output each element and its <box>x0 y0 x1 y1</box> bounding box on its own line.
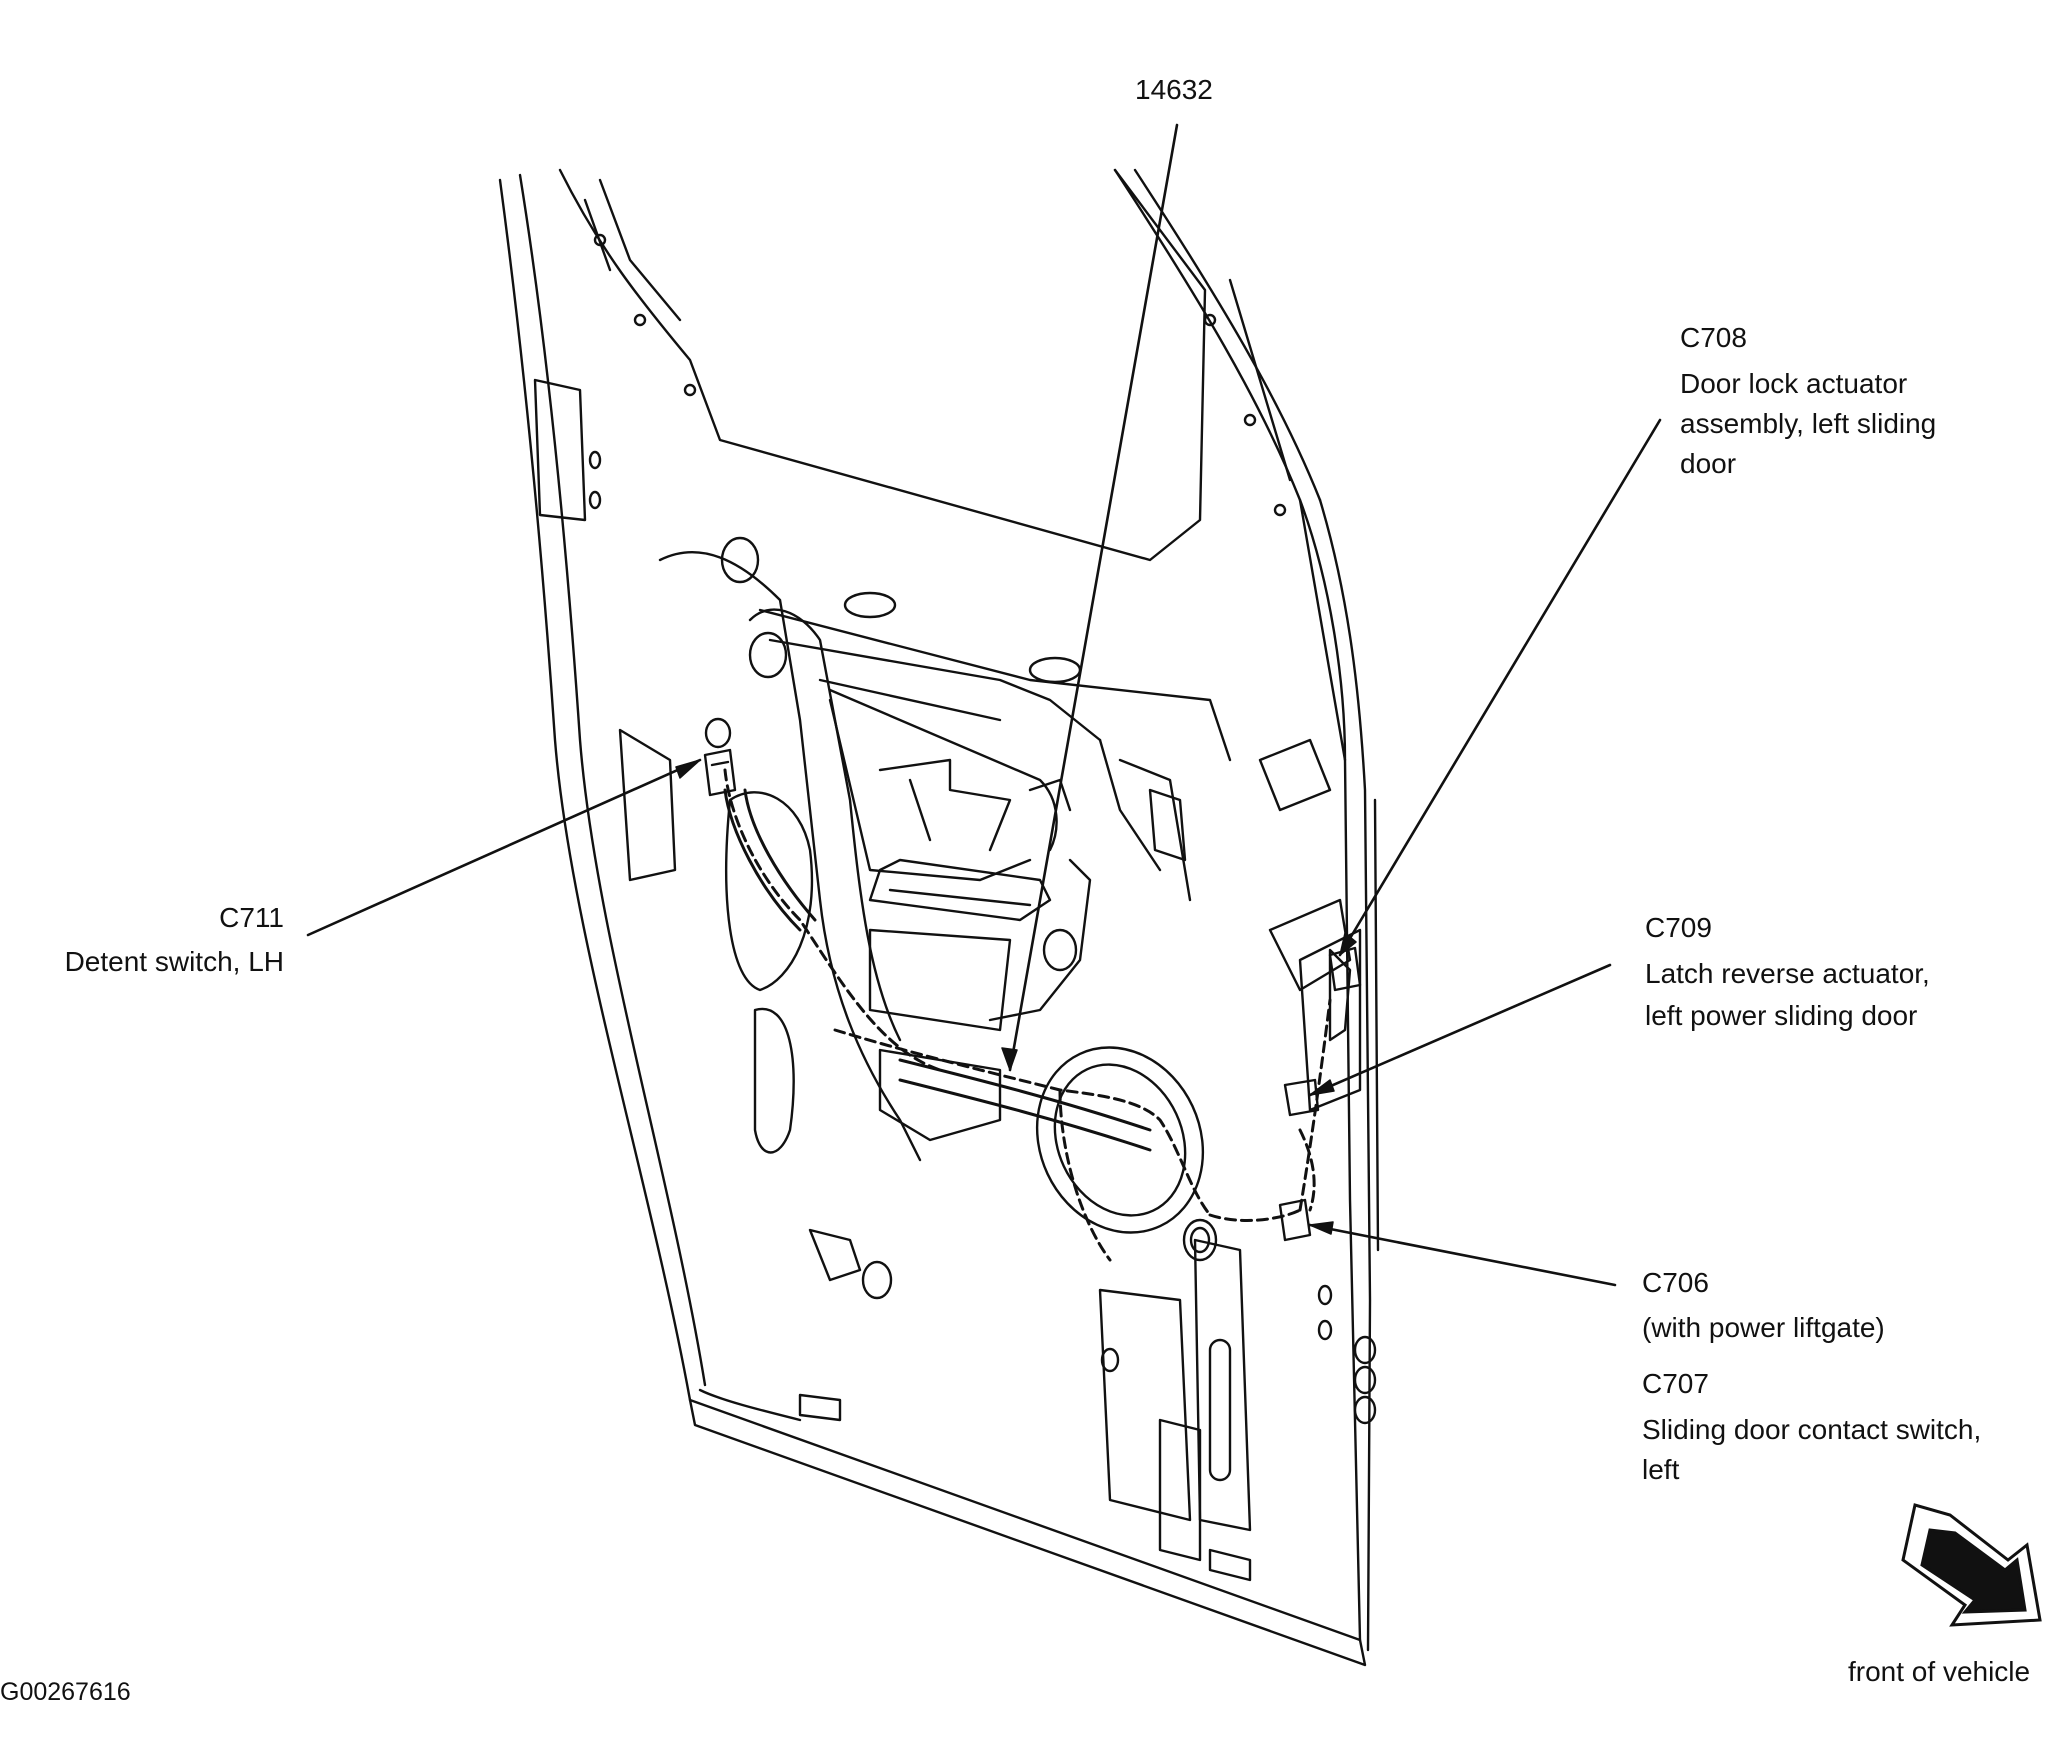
callout-c707-desc-line2: left <box>1642 1454 1680 1485</box>
door-outer-panel <box>498 168 1380 1667</box>
leader-lines <box>306 123 1662 1287</box>
connector-c706-c707 <box>1278 1198 1312 1242</box>
callout-c709-code: C709 <box>1645 912 1712 943</box>
leader-c711 <box>306 758 702 937</box>
callout-c711-code: C711 <box>219 902 284 933</box>
leader-14632 <box>1008 123 1179 1072</box>
lower-track-brackets <box>698 1238 1252 1582</box>
callout-c711-desc: Detent switch, LH <box>64 946 284 977</box>
connector-c709 <box>1283 1078 1320 1117</box>
callout-c706-desc: (with power liftgate) <box>1642 1312 1885 1343</box>
callout-c708-desc-line1: Door lock actuator <box>1680 368 1908 399</box>
callout-c709-desc-line2: left power sliding door <box>1645 1000 1918 1031</box>
callout-c708-code: C708 <box>1680 322 1747 353</box>
callout-c707-desc-line1: Sliding door contact switch, <box>1642 1414 1982 1445</box>
figure-id: G00267616 <box>0 1678 131 1706</box>
direction-arrow-icon <box>1901 1503 2042 1627</box>
wiring-harness <box>723 768 1332 1262</box>
leader-c708 <box>1338 418 1662 957</box>
leader-arrowheads <box>675 759 1357 1235</box>
callout-c706-code: C706 <box>1642 1267 1709 1298</box>
left-pillar <box>533 178 697 882</box>
harness-conduit <box>723 788 1152 1152</box>
door-cutouts <box>704 536 1218 1373</box>
inner-panel-frame <box>658 551 1232 1162</box>
callout-c708-desc-line2: assembly, left sliding <box>1680 408 1937 439</box>
callout-c709-desc-line1: Latch reverse actuator, <box>1645 958 1930 989</box>
callout-c708-desc-line3: door <box>1680 448 1737 479</box>
leader-c706 <box>1308 1223 1617 1287</box>
callout-14632-code: 14632 <box>1135 74 1213 105</box>
callout-c707-code: C707 <box>1642 1368 1709 1399</box>
front-of-vehicle-label: front of vehicle <box>1848 1656 2031 1687</box>
right-pillar <box>1203 278 1377 1425</box>
connector-c711 <box>703 748 737 797</box>
leader-c709 <box>1308 963 1612 1097</box>
